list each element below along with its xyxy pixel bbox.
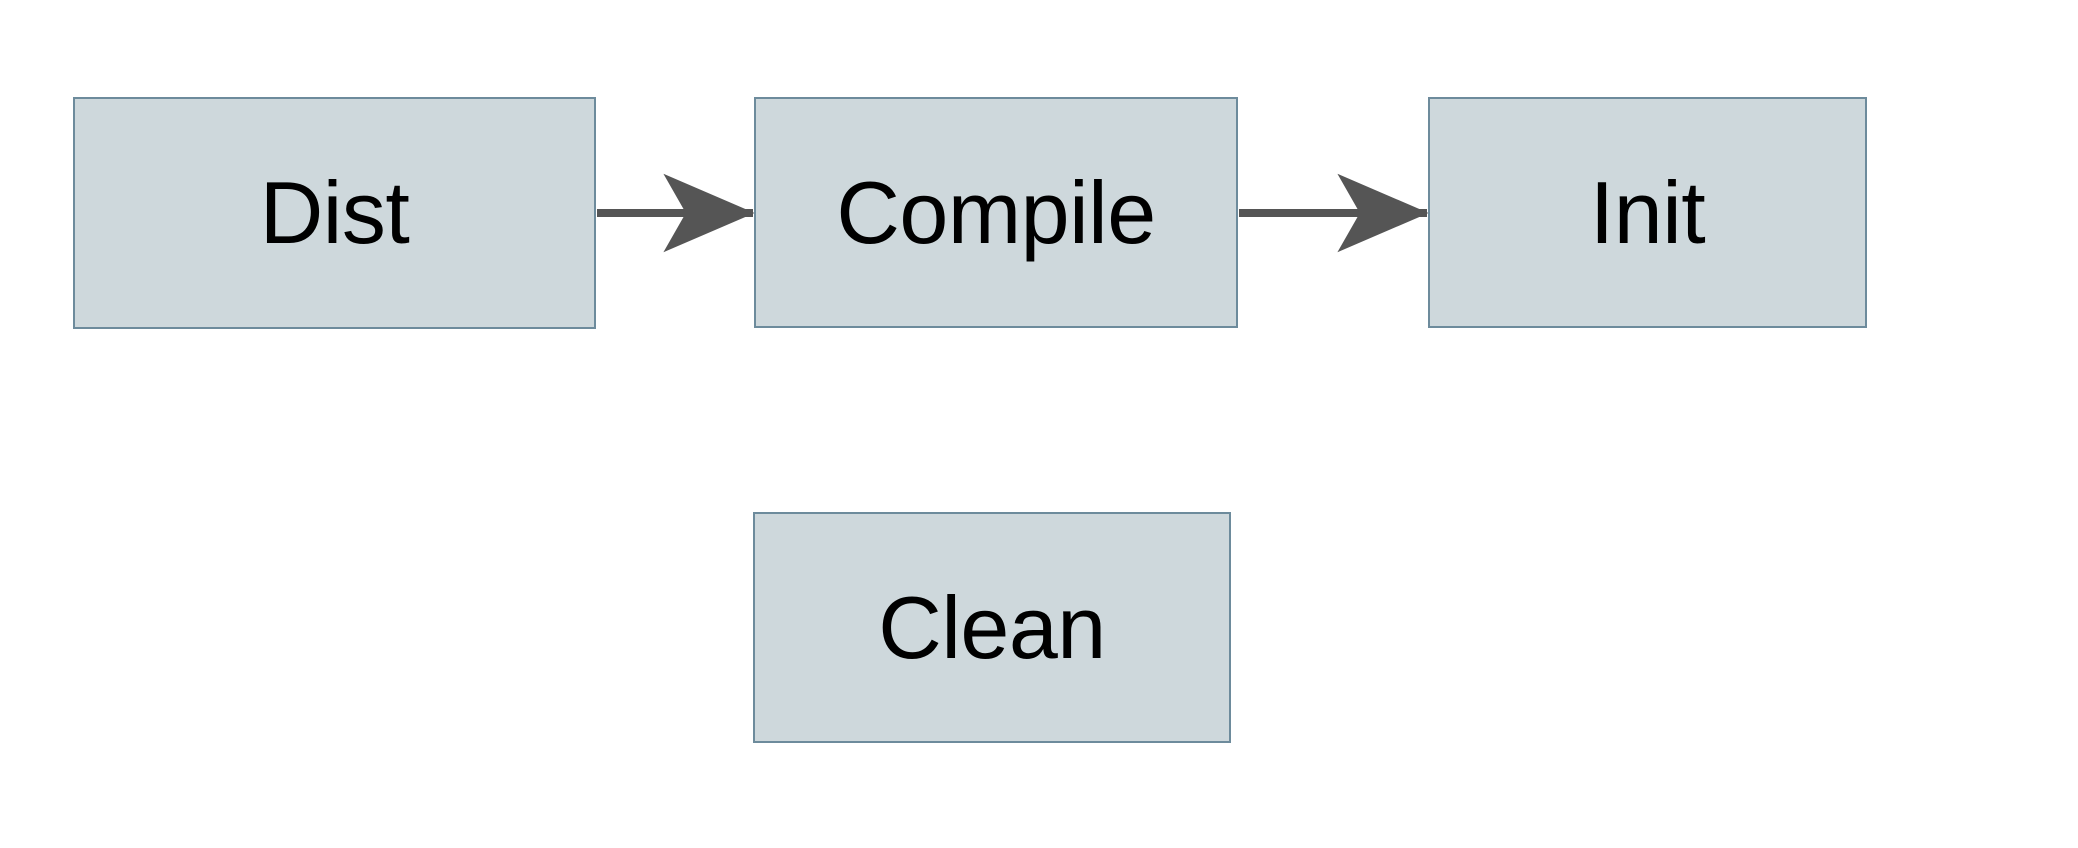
node-dist-label: Dist (259, 163, 410, 262)
node-init[interactable]: Init (1428, 97, 1867, 328)
node-clean-label: Clean (878, 577, 1106, 677)
node-compile-label: Compile (836, 162, 1156, 262)
node-init-label: Init (1589, 162, 1706, 262)
node-clean[interactable]: Clean (753, 512, 1231, 743)
node-compile[interactable]: Compile (754, 97, 1238, 328)
node-dist[interactable]: Dist (73, 97, 596, 329)
